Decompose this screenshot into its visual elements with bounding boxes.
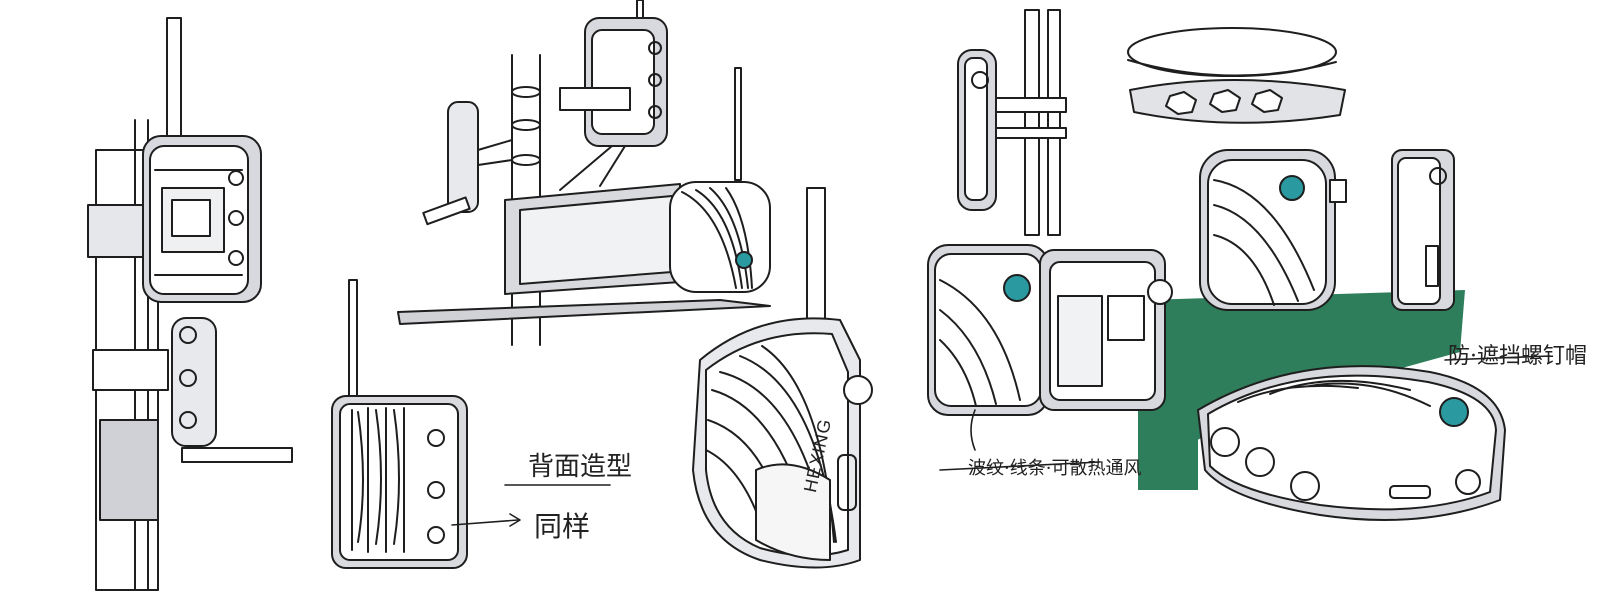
hexing-enclosure-sketch <box>692 187 873 569</box>
right-side-enclosure-sketches <box>927 9 1551 521</box>
annotation-pattern-note: 波纹·线条·可散热通风 <box>968 458 1142 479</box>
annotation-same-side: 同样 <box>534 510 591 543</box>
back-view-enclosure-sketch <box>331 279 611 569</box>
annotation-back-structure: 背面造型 <box>528 452 633 482</box>
panel-mounted-enclosure-sketch <box>397 0 771 346</box>
pole-mounted-enclosure-sketch <box>87 17 293 591</box>
annotation-bolt-cap-note: 防·遮挡螺钉帽 <box>1448 344 1587 369</box>
